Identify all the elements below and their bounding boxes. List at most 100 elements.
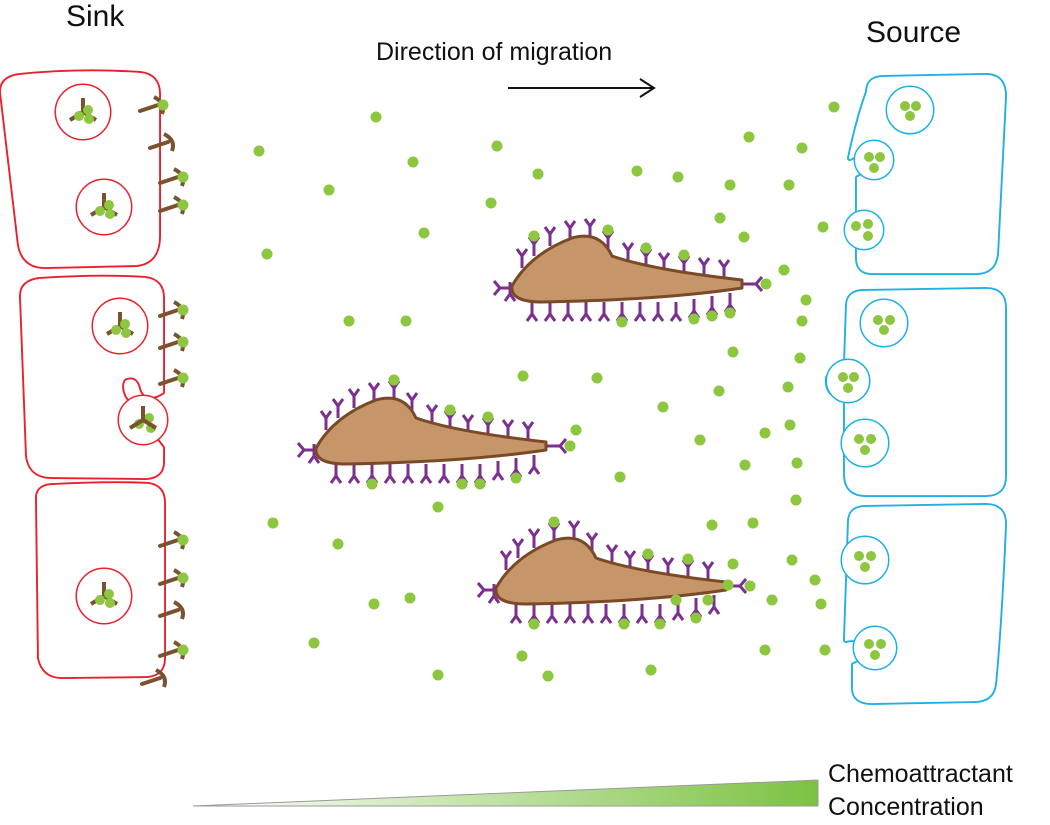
sink-receptor — [158, 600, 185, 620]
chemokine-dot — [724, 179, 736, 191]
chemokine-dot — [790, 494, 802, 506]
chemokine-dot — [104, 200, 114, 210]
chemokine-dot — [702, 594, 714, 606]
migrating-cells — [296, 218, 772, 630]
chemokine-dot — [602, 224, 614, 236]
chemokine-dot — [517, 370, 529, 382]
chemokine-dot — [253, 145, 265, 157]
chemokine-dot — [759, 427, 771, 439]
chemokine-dot — [678, 249, 690, 261]
chemokine-dot — [784, 419, 796, 431]
chemokine-dot — [670, 594, 682, 606]
sink-receptor — [158, 332, 189, 352]
chemokine-dot — [485, 197, 497, 209]
chemokine-dot — [860, 562, 870, 572]
vesicle — [825, 358, 871, 404]
chemokine-dot — [616, 316, 628, 328]
chemokine-dot — [83, 105, 93, 115]
chemokine-dot — [105, 598, 115, 608]
chemokine-dot — [570, 424, 582, 436]
chemokine-dot — [860, 445, 870, 455]
sink-receptor — [158, 167, 189, 187]
chemokine-dot — [177, 372, 189, 384]
chemokine-dot — [177, 572, 189, 584]
chemokine-dot — [722, 579, 734, 591]
chemokine-dot — [849, 372, 859, 382]
chemokine-dot — [400, 315, 412, 327]
chemokine-dot — [121, 328, 131, 338]
chemokine-dot — [654, 618, 666, 630]
chemokine-dot — [491, 140, 503, 152]
chemokine-dot — [177, 199, 189, 211]
chemokine-dot — [869, 163, 879, 173]
chemokine-dot — [177, 171, 189, 183]
chemokine-dot — [727, 558, 739, 570]
chemokine-dot — [724, 307, 736, 319]
chemokine-dot — [474, 478, 486, 490]
sink-receptor — [140, 668, 167, 688]
chemokine-dot — [885, 315, 895, 325]
chemokine-dot — [819, 644, 831, 656]
source-cells — [824, 73, 1007, 705]
chemokine-dot — [796, 315, 808, 327]
chemokine-dot — [911, 101, 921, 111]
migrating-cell — [296, 374, 576, 490]
chemokine-dot — [370, 111, 382, 123]
chemokine-dot — [177, 644, 189, 656]
chemokine-dot — [864, 639, 874, 649]
chemokine-dot — [542, 670, 554, 682]
endocytic-vesicle — [117, 394, 169, 446]
chemokine-dot — [95, 206, 105, 216]
chemokine-dot — [105, 209, 115, 219]
chemokine-dot — [388, 374, 400, 386]
chemokine-dot — [791, 457, 803, 469]
chemokine-dot — [432, 501, 444, 513]
chemokine-dot — [766, 594, 778, 606]
sink-receptor — [158, 195, 189, 215]
chemokine-dot — [706, 519, 718, 531]
internalized-receptor — [128, 406, 158, 430]
chemokine-dot — [177, 534, 189, 546]
chemokine-dot — [645, 664, 657, 676]
chemokine-dot — [177, 304, 189, 316]
chemokine-dot — [528, 230, 540, 242]
vesicle — [840, 535, 890, 585]
sink-receptor — [138, 95, 169, 115]
chemokine-dot — [157, 99, 169, 111]
sink-receptor — [148, 132, 175, 152]
chemokine-dot — [368, 598, 380, 610]
chemokine-dot — [177, 336, 189, 348]
chemokine-dot — [778, 264, 790, 276]
sink-receptor — [158, 530, 189, 550]
chemokine-dot — [672, 171, 684, 183]
chemokine-dot — [642, 548, 654, 560]
chemokine-dot — [873, 315, 883, 325]
vesicle — [75, 567, 133, 625]
chemokine-dot — [743, 131, 755, 143]
vesicle — [91, 297, 149, 355]
chemokine-dot — [95, 595, 105, 605]
chemokine-dot — [657, 401, 669, 413]
sink-receptor — [158, 640, 189, 660]
chemokine-dot — [738, 231, 750, 243]
chemokine-dot — [783, 179, 795, 191]
chemokine-dot — [456, 478, 468, 490]
chemokine-dot — [760, 278, 772, 290]
chemokine-dot — [875, 152, 885, 162]
chemokine-dot — [828, 101, 840, 113]
chemokine-dot — [528, 618, 540, 630]
chemokine-dot — [564, 440, 576, 452]
chemokine-dot — [614, 471, 626, 483]
chemokine-dot — [876, 639, 886, 649]
concentration-gradient-wedge — [192, 779, 819, 807]
chemokine-dot — [866, 551, 876, 561]
chemokine-dot — [786, 554, 798, 566]
chemokine-dot — [690, 612, 702, 624]
chemokine-dot — [404, 592, 416, 604]
sink-label: Sink — [66, 0, 125, 33]
chemokine-dot — [854, 551, 864, 561]
migration-arrow — [508, 78, 656, 98]
chemokine-dot — [759, 644, 771, 656]
